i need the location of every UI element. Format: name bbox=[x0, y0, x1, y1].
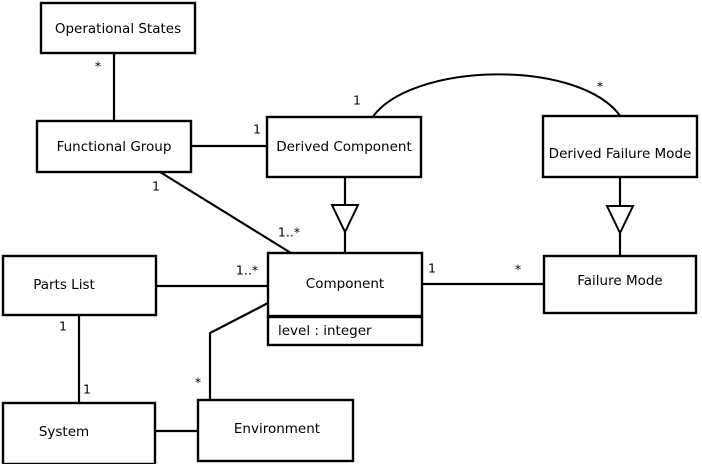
class-name-label: Operational States bbox=[55, 21, 181, 37]
class-failure-mode[interactable]: Failure Mode bbox=[542, 254, 698, 315]
class-attribute-label: level : integer bbox=[278, 323, 372, 339]
class-derived-failure-mode[interactable]: Derived Failure Mode bbox=[541, 114, 699, 179]
multiplicity-label-target: 1 bbox=[83, 382, 91, 397]
class-component[interactable]: Component level : integer bbox=[266, 251, 424, 347]
multiplicity-label: 1 bbox=[253, 122, 261, 137]
association-derived-component-derived-failure-mode[interactable]: 1 * bbox=[353, 73, 622, 119]
class-name-label: Derived Component bbox=[276, 139, 412, 155]
multiplicity-label-target: * bbox=[515, 262, 521, 277]
association-functional-group-derived-component[interactable]: 1 bbox=[191, 122, 267, 148]
class-box bbox=[542, 254, 698, 315]
multiplicity-label-source: 1 bbox=[353, 93, 361, 108]
multiplicity-label: * bbox=[95, 59, 101, 74]
multiplicity-label-target: * bbox=[597, 79, 603, 94]
association-line bbox=[159, 171, 292, 254]
multiplicity-label: * bbox=[195, 375, 201, 390]
generalizations-layer bbox=[330, 177, 635, 256]
class-box bbox=[35, 119, 193, 174]
multiplicity-label-target: 1..* bbox=[278, 225, 300, 240]
class-box bbox=[196, 398, 355, 463]
class-attribute-compartment bbox=[266, 315, 424, 347]
generalization-derived-failure-mode-to-failure-mode[interactable] bbox=[605, 177, 635, 256]
association-component-environment[interactable]: * bbox=[195, 302, 269, 400]
class-parts-list[interactable]: Parts List bbox=[1, 254, 158, 317]
class-box bbox=[541, 114, 699, 179]
multiplicity-label-source: 1 bbox=[59, 319, 67, 334]
multiplicity-label-source: 1 bbox=[152, 179, 160, 194]
class-name-label: Parts List bbox=[33, 277, 95, 293]
generalization-triangle-icon bbox=[330, 204, 360, 235]
associations-layer: * 1 1 1..* 1 * 1 1.. bbox=[59, 53, 622, 433]
association-functional-group-component[interactable]: 1 1..* bbox=[152, 171, 300, 254]
class-box bbox=[265, 115, 423, 179]
class-functional-group[interactable]: Functional Group bbox=[35, 119, 193, 174]
association-parts-list-system[interactable]: 1 1 bbox=[59, 315, 91, 403]
multiplicity-label-target: 1..* bbox=[236, 263, 258, 278]
class-name-label: Functional Group bbox=[57, 139, 172, 155]
association-parts-list-component[interactable]: 1 1..* bbox=[145, 263, 268, 288]
class-box bbox=[1, 401, 157, 464]
association-line bbox=[208, 302, 269, 400]
class-derived-component[interactable]: Derived Component bbox=[265, 115, 423, 179]
class-box bbox=[1, 254, 158, 317]
generalization-triangle-icon bbox=[605, 205, 635, 236]
class-system[interactable]: System bbox=[1, 401, 157, 464]
multiplicity-label-source: 1 bbox=[428, 261, 436, 276]
class-name-label: Failure Mode bbox=[577, 273, 663, 289]
association-component-failure-mode[interactable]: 1 * bbox=[422, 261, 544, 286]
class-name-label: Derived Failure Mode bbox=[549, 146, 692, 162]
class-name-label: System bbox=[39, 424, 89, 440]
class-operational-states[interactable]: Operational States bbox=[39, 1, 197, 55]
generalization-derived-component-to-component[interactable] bbox=[330, 177, 360, 253]
class-name-label: Component bbox=[306, 276, 384, 292]
class-box bbox=[39, 1, 197, 55]
class-box bbox=[266, 251, 424, 318]
association-operational-states-functional-group[interactable]: * bbox=[95, 53, 116, 121]
class-environment[interactable]: Environment bbox=[196, 398, 355, 463]
class-name-label: Environment bbox=[234, 421, 320, 437]
association-curve bbox=[371, 73, 622, 119]
